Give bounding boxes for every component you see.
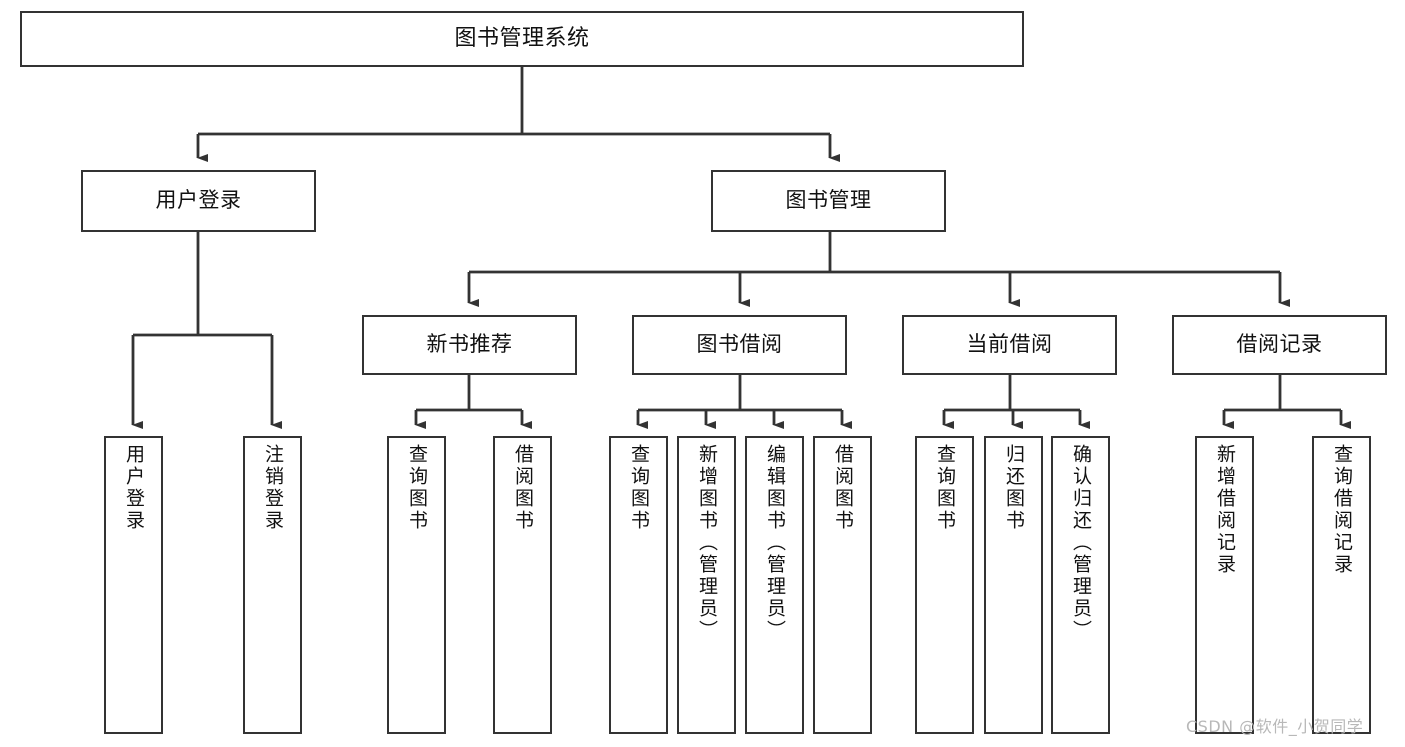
leaf-record-add-record[interactable]: 新增借阅记录	[1195, 436, 1254, 734]
leaf-current-confirm-return-admin[interactable]: 确认归还（管理员）	[1051, 436, 1110, 734]
watermark: CSDN @软件_小贺同学	[1186, 717, 1364, 736]
leaf-current-return-book[interactable]: 归还图书	[984, 436, 1043, 734]
node-label: 借阅记录	[1236, 332, 1323, 357]
node-label: 查询图书	[628, 444, 650, 532]
node-label: 查询图书	[934, 444, 956, 532]
node-label: 图书借阅	[696, 332, 783, 357]
node-root-book-management-system[interactable]: 图书管理系统	[20, 11, 1024, 67]
leaf-user-login-login[interactable]: 用户登录	[104, 436, 163, 734]
leaf-record-query-record[interactable]: 查询借阅记录	[1312, 436, 1371, 734]
node-label: 查询图书	[406, 444, 428, 532]
leaf-recommend-query-book[interactable]: 查询图书	[387, 436, 446, 734]
node-book-management[interactable]: 图书管理	[711, 170, 946, 232]
leaf-user-login-logout[interactable]: 注销登录	[243, 436, 302, 734]
node-label: 借阅图书	[512, 444, 534, 532]
node-label: 编辑图书（管理员）	[764, 444, 786, 642]
node-borrow-record[interactable]: 借阅记录	[1172, 315, 1387, 375]
leaf-borrow-query-book[interactable]: 查询图书	[609, 436, 668, 734]
leaf-borrow-edit-book-admin[interactable]: 编辑图书（管理员）	[745, 436, 804, 734]
node-current-borrow[interactable]: 当前借阅	[902, 315, 1117, 375]
node-label: 新增借阅记录	[1214, 444, 1236, 576]
node-label: 借阅图书	[832, 444, 854, 532]
node-label: 注销登录	[262, 444, 284, 532]
node-label: 图书管理	[785, 188, 872, 213]
node-label: 用户登录	[123, 444, 145, 532]
leaf-current-query-book[interactable]: 查询图书	[915, 436, 974, 734]
node-label: 确认归还（管理员）	[1070, 444, 1092, 642]
node-user-login[interactable]: 用户登录	[81, 170, 316, 232]
node-new-book-recommend[interactable]: 新书推荐	[362, 315, 577, 375]
leaf-borrow-borrow-book[interactable]: 借阅图书	[813, 436, 872, 734]
node-label: 图书管理系统	[454, 25, 590, 51]
node-label: 归还图书	[1003, 444, 1025, 532]
node-label: 新书推荐	[426, 332, 513, 357]
node-label: 新增图书（管理员）	[696, 444, 718, 642]
leaf-borrow-add-book-admin[interactable]: 新增图书（管理员）	[677, 436, 736, 734]
node-label: 用户登录	[155, 188, 242, 213]
node-label: 当前借阅	[966, 332, 1053, 357]
node-label: 查询借阅记录	[1331, 444, 1353, 576]
node-book-borrow[interactable]: 图书借阅	[632, 315, 847, 375]
leaf-recommend-borrow-book[interactable]: 借阅图书	[493, 436, 552, 734]
